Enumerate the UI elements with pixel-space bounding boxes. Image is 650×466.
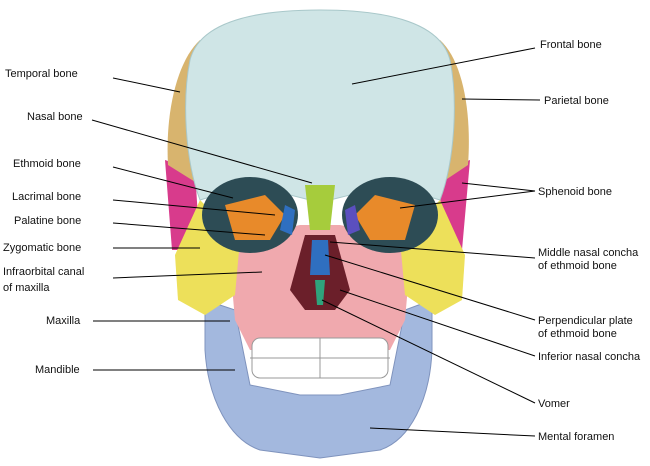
label-ethmoid: Ethmoid bone	[13, 158, 81, 170]
ethmoid-blue-left	[280, 205, 295, 235]
frontal-bone-shape	[185, 9, 455, 201]
leader-lines	[91, 47, 541, 437]
label-mandible: Mandible	[35, 364, 80, 376]
label-parietal: Parietal bone	[544, 95, 609, 107]
label-lacrimal: Lacrimal bone	[12, 191, 81, 203]
labels-right: Frontal bone Parietal bone Sphenoid bone…	[538, 39, 641, 443]
label-vomer: Vomer	[538, 398, 570, 410]
label-middle-concha-2: of ethmoid bone	[538, 260, 617, 272]
ethmoid-blue-right	[345, 205, 360, 235]
skull-illustration	[165, 9, 470, 459]
label-sphenoid: Sphenoid bone	[538, 186, 612, 198]
label-frontal: Frontal bone	[540, 39, 602, 51]
label-inferior-concha: Inferior nasal concha	[538, 351, 641, 363]
middle-concha-shape	[310, 240, 330, 275]
nasal-bone-shape	[305, 185, 335, 230]
label-infraorbital-1: Infraorbital canal	[3, 266, 84, 278]
mandible-shape	[204, 299, 433, 459]
label-middle-concha-1: Middle nasal concha	[538, 247, 639, 259]
teeth	[250, 337, 390, 379]
label-maxilla: Maxilla	[46, 315, 81, 327]
label-perp-plate-2: of ethmoid bone	[538, 328, 617, 340]
label-nasal: Nasal bone	[27, 111, 83, 123]
label-palatine: Palatine bone	[14, 215, 81, 227]
label-perp-plate-1: Perpendicular plate	[538, 315, 633, 327]
label-temporal: Temporal bone	[5, 68, 78, 80]
vomer-shape	[315, 280, 325, 305]
orbit-sphenoid-right	[355, 195, 415, 240]
label-infraorbital-2: of maxilla	[3, 282, 50, 294]
label-zygomatic: Zygomatic bone	[3, 242, 81, 254]
labels-left: Temporal bone Nasal bone Ethmoid bone La…	[3, 68, 84, 376]
orbit-sphenoid-left	[225, 195, 285, 240]
label-mental-foramen: Mental foramen	[538, 431, 614, 443]
